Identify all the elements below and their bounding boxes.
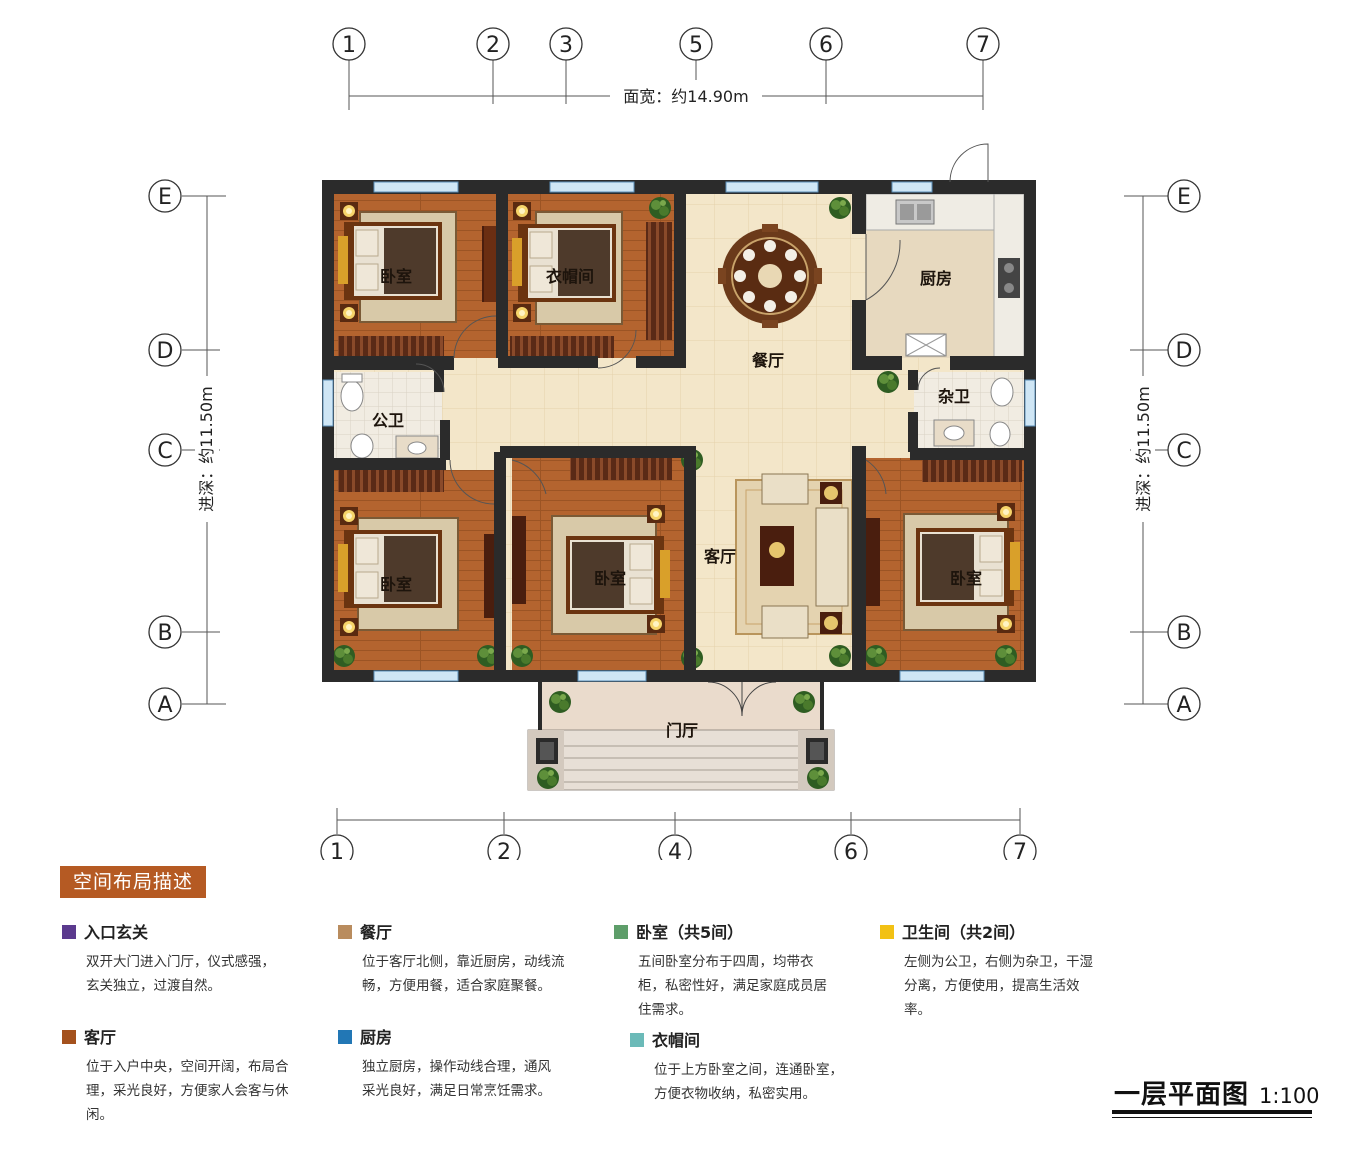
legend-item-bedroom: 卧室（共5间） 五间卧室分布于四周，均带衣柜，私密性好，满足家庭成员居住需求。	[614, 922, 828, 1022]
axis-top-1: 1	[342, 33, 356, 58]
axis-top-bubbles: 1 2 3 5 6 7	[332, 27, 1000, 61]
legend-desc-bedroom: 五间卧室分布于四周，均带衣柜，私密性好，满足家庭成员居住需求。	[638, 954, 827, 1018]
legend-desc-bathroom: 左侧为公卫，右侧为杂卫，干湿分离，方便使用，提高生活效率。	[904, 954, 1093, 1018]
legend-title-bedroom: 卧室（共5间）	[636, 923, 744, 942]
axis-top-7: 7	[976, 33, 990, 58]
legend-title-kitchen: 厨房	[360, 1028, 393, 1047]
legend-item-living: 客厅 位于入户中央，空间开阔，布局合理，采光良好，方便家人会客与休闲。	[62, 1027, 300, 1127]
plan-title: 一层平面图 1:100	[1114, 1074, 1320, 1111]
axis-right-b: B	[1176, 621, 1191, 646]
axis-bottom-4: 4	[668, 840, 682, 860]
axis-bottom-7: 7	[1013, 840, 1027, 860]
label-living: 客厅	[704, 547, 736, 566]
axis-left-a: A	[157, 693, 172, 718]
legend-desc-kitchen: 独立厨房，操作动线合理，通风采光良好，满足日常烹饪需求。	[362, 1059, 551, 1099]
axis-right-e: E	[1177, 185, 1191, 210]
legend-item-entrance: 入口玄关 双开大门进入门厅，仪式感强，玄关独立，过渡自然。	[62, 922, 286, 998]
swatch-bedroom	[614, 925, 628, 939]
legend-title-living: 客厅	[84, 1028, 117, 1047]
label-utility-wc: 杂卫	[938, 387, 970, 406]
axis-top-3: 3	[559, 33, 573, 58]
swatch-dining	[338, 925, 352, 939]
label-bedroom-bottom-center: 卧室	[594, 569, 626, 588]
legend-title-bathroom: 卫生间（共2间）	[902, 923, 1026, 942]
label-kitchen: 厨房	[920, 269, 952, 288]
legend-desc-dining: 位于客厅北侧，靠近厨房，动线流畅，方便用餐，适合家庭聚餐。	[362, 954, 565, 994]
swatch-living	[62, 1030, 76, 1044]
axis-bottom-bubbles: 1 2 4 6 7	[320, 834, 1037, 860]
axis-top-2: 2	[486, 33, 500, 58]
door-swings	[415, 143, 989, 505]
legend-header: 空间布局描述	[60, 866, 206, 898]
legend-item-cloakroom: 衣帽间 位于上方卧室之间，连通卧室，方便衣物收纳，私密实用。	[630, 1030, 844, 1106]
floor-plan: 1 2 3 5 6 7 面宽：约14.90m 1 2 4 6 7	[148, 27, 1201, 860]
title-underline-thick	[1112, 1110, 1312, 1114]
label-bedroom-top-left: 卧室	[380, 267, 412, 286]
axis-right-c: C	[1176, 439, 1191, 464]
axis-left-b: B	[157, 621, 172, 646]
axis-top-6: 6	[819, 33, 833, 58]
legend-desc-living: 位于入户中央，空间开阔，布局合理，采光良好，方便家人会客与休闲。	[86, 1059, 289, 1123]
axis-bottom-1: 1	[330, 840, 344, 860]
axis-left-c: C	[157, 439, 172, 464]
swatch-kitchen	[338, 1030, 352, 1044]
axis-left-bubbles: E D C B A	[148, 179, 182, 721]
axis-right-bubbles: E D C B A	[1167, 179, 1201, 721]
label-cloakroom: 衣帽间	[546, 267, 594, 286]
legend-item-bathroom: 卫生间（共2间） 左侧为公卫，右侧为杂卫，干湿分离，方便使用，提高生活效率。	[880, 922, 1100, 1022]
label-foyer: 门厅	[666, 721, 698, 740]
swatch-entrance	[62, 925, 76, 939]
axis-bottom-2: 2	[497, 840, 511, 860]
plan-scale-ratio: 1:100	[1259, 1084, 1320, 1108]
label-bedroom-bottom-left: 卧室	[380, 575, 412, 594]
axis-left-e: E	[158, 185, 172, 210]
dining-table	[718, 224, 822, 328]
foyer-area	[527, 681, 835, 791]
legend-title-entrance: 入口玄关	[84, 923, 149, 942]
plan-title-text: 一层平面图	[1114, 1080, 1250, 1110]
title-underline-thin	[1112, 1117, 1312, 1118]
walls	[322, 180, 1036, 682]
legend-title-cloakroom: 衣帽间	[652, 1031, 701, 1050]
depth-dimension-right: 进深：约11.50m	[1134, 386, 1153, 511]
living-furniture	[735, 473, 853, 639]
axis-top-5: 5	[689, 33, 703, 58]
axis-left-d: D	[157, 339, 174, 364]
legend-title-dining: 餐厅	[360, 923, 393, 942]
legend-item-kitchen: 厨房 独立厨房，操作动线合理，通风采光良好，满足日常烹饪需求。	[338, 1027, 552, 1103]
windows	[322, 181, 1036, 682]
legend-item-dining: 餐厅 位于客厅北侧，靠近厨房，动线流畅，方便用餐，适合家庭聚餐。	[338, 922, 586, 998]
axis-bottom-6: 6	[844, 840, 858, 860]
label-dining: 餐厅	[751, 351, 784, 370]
label-public-wc: 公卫	[372, 411, 404, 430]
width-dimension: 面宽：约14.90m	[623, 87, 748, 106]
swatch-cloakroom	[630, 1033, 644, 1047]
axis-right-d: D	[1176, 339, 1193, 364]
axis-bottom	[336, 808, 1021, 834]
legend-desc-entrance: 双开大门进入门厅，仪式感强，玄关独立，过渡自然。	[86, 954, 275, 994]
swatch-bathroom	[880, 925, 894, 939]
depth-dimension-left: 进深：约11.50m	[197, 386, 216, 511]
label-bedroom-bottom-right: 卧室	[950, 569, 982, 588]
legend-desc-cloakroom: 位于上方卧室之间，连通卧室，方便衣物收纳，私密实用。	[654, 1062, 843, 1102]
axis-right-a: A	[1176, 693, 1191, 718]
